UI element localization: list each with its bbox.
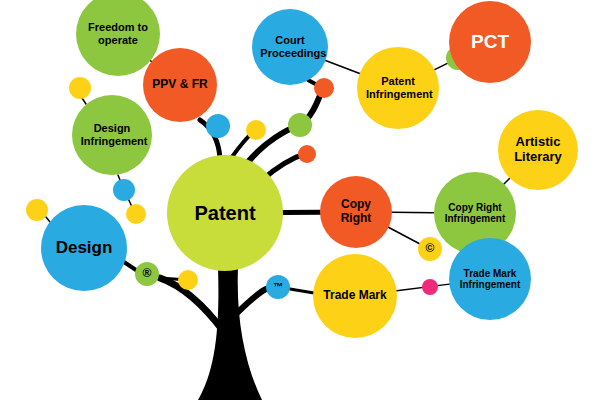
- tree-branch: [290, 289, 314, 293]
- main-circle: Patent: [167, 155, 283, 271]
- decor-dot: [206, 114, 230, 138]
- decor-dot: [314, 78, 334, 98]
- topic-circle: Artistic Literary: [498, 110, 578, 190]
- topic-circle: Patent Infringement: [357, 47, 439, 129]
- node-label: PCT: [471, 31, 509, 53]
- topic-circle: PPV & FR: [143, 48, 217, 122]
- decor-dot: [113, 179, 135, 201]
- node-label: Artistic Literary: [507, 135, 569, 165]
- connector-line: [283, 210, 320, 215]
- decor-dot: [298, 145, 316, 163]
- tree-branch: [232, 289, 266, 318]
- leader-line: [82, 98, 86, 104]
- connector-line: [326, 60, 360, 73]
- node-label: Design: [56, 238, 113, 258]
- decor-dot: [126, 204, 146, 224]
- node-label: ®: [143, 267, 152, 281]
- decor-dot: [69, 77, 91, 99]
- connector-line: [504, 178, 510, 184]
- node-label: Patent: [194, 202, 255, 225]
- node-label: Copy Right Infringement: [443, 202, 507, 225]
- connector-line: [392, 212, 434, 214]
- topic-circle: Freedom to operate: [76, 0, 160, 76]
- decor-dot: [26, 199, 48, 221]
- tree-branch: [124, 262, 136, 270]
- node-label: Copy Right: [328, 198, 384, 226]
- node-label: ©: [426, 242, 435, 256]
- topic-circle: Trade Mark Infringement: [449, 238, 531, 320]
- topic-circle: PCT: [449, 1, 531, 83]
- topic-circle: Design Infringement: [72, 95, 152, 175]
- node-label: PPV & FR: [152, 78, 207, 92]
- node-label: Trade Mark Infringement: [458, 268, 522, 291]
- node-label: ™: [273, 281, 283, 293]
- tree-trunk: [198, 268, 262, 400]
- symbol-circle: ©: [418, 237, 442, 261]
- topic-circle: Copy Right: [320, 176, 392, 248]
- node-label: Freedom to operate: [85, 21, 151, 46]
- decor-dot: [288, 113, 312, 137]
- decor-dot: [246, 120, 266, 140]
- topic-circle: Trade Mark: [313, 254, 397, 338]
- topic-circle: Court Proceedings: [252, 9, 328, 85]
- symbol-circle: ™: [266, 275, 290, 299]
- node-label: Court Proceedings: [260, 34, 319, 59]
- node-label: Patent Infringement: [366, 75, 430, 100]
- leader-line: [386, 226, 420, 244]
- symbol-circle: ®: [135, 262, 159, 286]
- topic-circle: Design: [41, 205, 127, 291]
- decor-dot: [178, 270, 198, 290]
- node-label: Design Infringement: [81, 122, 143, 147]
- node-label: Trade Mark: [323, 289, 386, 303]
- decor-dot: [422, 279, 438, 295]
